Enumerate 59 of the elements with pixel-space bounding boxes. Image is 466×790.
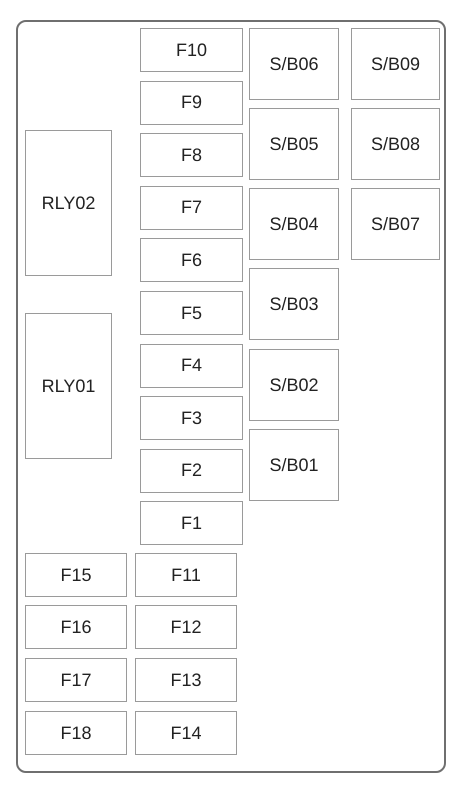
fuse-box-panel [16,20,446,773]
fuse-slot [140,133,243,178]
slot-label: F2 [180,460,202,482]
slot-label: F4 [180,355,202,376]
slot-label: S/B05 [269,134,319,154]
slot-label: S/B06 [269,54,319,74]
slot-label: F16 [60,616,92,638]
junction-slot [351,28,440,100]
junction-slot [351,188,440,260]
slot-label: S/B09 [370,54,420,74]
slot-label: RLY01 [42,376,96,396]
slot-label: F9 [180,92,202,114]
slot-label: S/B02 [269,374,319,396]
slot-label: S/B04 [269,214,319,234]
slot-label: F15 [60,564,92,586]
fuse-slot [140,396,243,440]
slot-label: S/B03 [269,294,319,314]
fuse-slot [135,658,237,702]
junction-slot [249,429,339,501]
slot-label: F6 [180,250,202,271]
junction-slot [249,108,339,180]
slot-label: F7 [180,197,202,218]
relay-slot [25,130,112,276]
slot-label: F13 [170,670,202,690]
slot-label: F5 [180,302,202,324]
slot-label: F18 [60,722,92,744]
slot-label: S/B01 [269,454,319,476]
junction-slot [249,28,339,100]
slot-label: F14 [170,722,202,744]
fuse-slot [25,553,127,597]
slot-label: F3 [180,408,202,429]
slot-label: S/B07 [370,214,420,234]
fuse-slot [140,344,243,388]
slot-label: F11 [171,564,201,586]
relay-slot [25,313,112,459]
slot-label: F17 [60,670,92,690]
slot-label: F10 [176,40,208,60]
fuse-slot [25,711,127,755]
fuse-slot [135,605,237,649]
fuse-slot [140,80,243,125]
slot-label: F1 [180,512,202,534]
slot-label: RLY02 [42,192,96,214]
fuse-slot [140,501,243,546]
fuse-slot [135,711,237,755]
slot-label: F8 [180,144,202,166]
junction-slot [351,108,440,180]
slot-label: F12 [170,616,202,638]
junction-slot [249,188,339,260]
slot-label: S/B08 [370,134,420,154]
fuse-slot [140,448,243,493]
fuse-slot [140,186,243,230]
fuse-slot [140,238,243,282]
fuse-slot [140,28,243,72]
junction-slot [249,349,339,421]
fuse-slot [25,605,127,649]
fuse-slot [135,553,237,597]
fuse-slot [25,658,127,702]
junction-slot [249,268,339,340]
fuse-slot [140,291,243,335]
